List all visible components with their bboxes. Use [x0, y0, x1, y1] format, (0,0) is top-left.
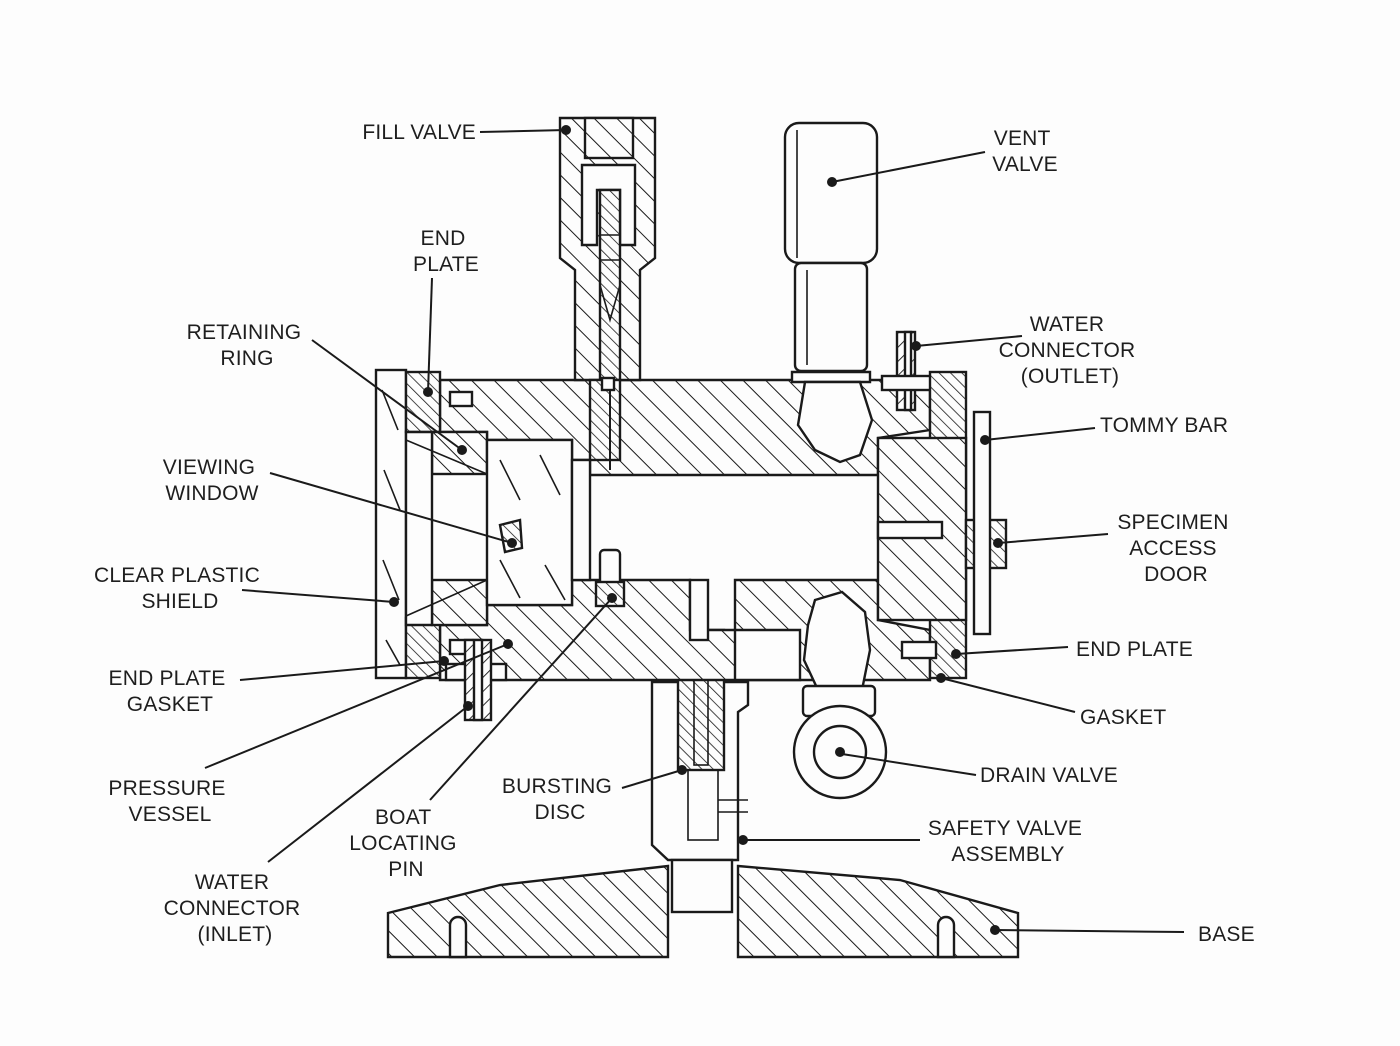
- label-gasket: GASKET: [1080, 706, 1166, 729]
- right-end-assembly: [876, 370, 1008, 680]
- safety-valve-assembly-part: [650, 628, 750, 914]
- label-drain-valve: DRAIN VALVE: [980, 764, 1118, 787]
- label-end-plate-gasket: END PLATE GASKET: [109, 667, 232, 716]
- label-water-connector-inlet: WATER CONNECTOR (INLET): [164, 871, 307, 946]
- label-bursting-disc: BURSTING DISC: [502, 775, 618, 824]
- base-part: [386, 864, 1020, 959]
- label-water-connector-outlet: WATER CONNECTOR (OUTLET): [999, 313, 1142, 388]
- label-fill-valve: FILL VALVE: [362, 121, 476, 144]
- label-pressure-vessel: PRESSURE VESSEL: [108, 777, 231, 826]
- label-tommy-bar: TOMMY BAR: [1100, 414, 1228, 437]
- label-boat-locating-pin: BOAT LOCATING PIN: [349, 806, 462, 881]
- callout-labels: FILL VALVE VENT VALVE END PLATE RETAININ…: [94, 121, 1255, 946]
- label-clear-plastic-shield: CLEAR PLASTIC SHIELD: [94, 564, 266, 613]
- water-outlet-part: [880, 330, 936, 412]
- vent-valve-part: [783, 121, 879, 464]
- leader-dots: [389, 125, 1003, 935]
- label-retaining-ring: RETAINING RING: [187, 321, 308, 370]
- label-base: BASE: [1198, 923, 1255, 946]
- label-viewing-window: VIEWING WINDOW: [163, 456, 261, 505]
- label-vent-valve: VENT VALVE: [992, 127, 1058, 176]
- label-specimen-access-door: SPECIMEN ACCESS DOOR: [1117, 511, 1234, 586]
- label-end-plate-right: END PLATE: [1076, 638, 1193, 661]
- label-end-plate-top: END PLATE: [413, 227, 479, 276]
- leader-lines: [204, 129, 1185, 933]
- fill-valve-part: [558, 116, 657, 470]
- left-end-assembly: [374, 368, 592, 680]
- label-safety-valve-assembly: SAFETY VALVE ASSEMBLY: [928, 817, 1088, 866]
